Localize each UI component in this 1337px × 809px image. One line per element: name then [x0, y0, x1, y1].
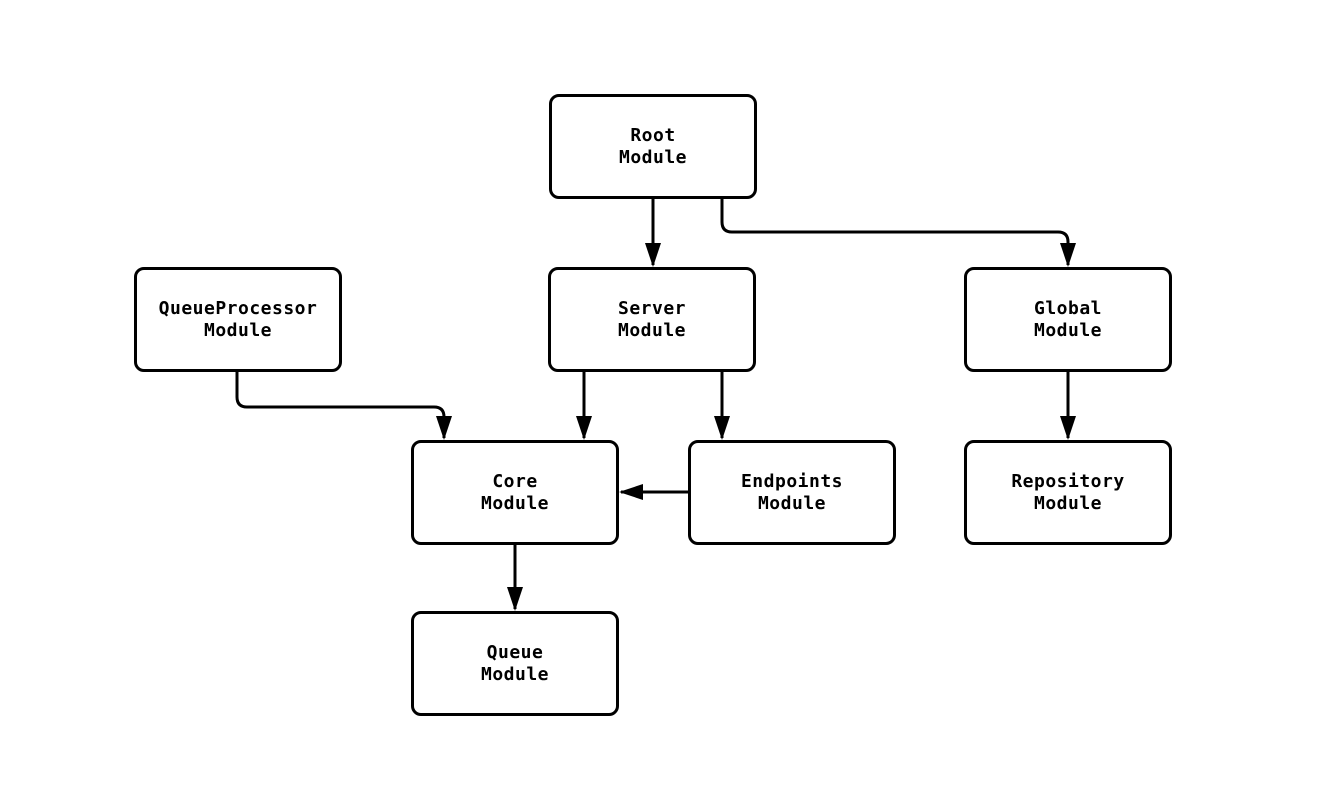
node-server-module-label: Server Module	[617, 297, 687, 341]
node-global-module: Global Module	[964, 267, 1172, 372]
node-server-module: Server Module	[548, 267, 756, 372]
node-repository-module-label: Repository Module	[1011, 470, 1125, 514]
node-global-module-label: Global Module	[1033, 297, 1103, 341]
node-endpoints-module: Endpoints Module	[688, 440, 896, 545]
node-queue-module-label: Queue Module	[480, 641, 550, 685]
edge-root-to-global	[720, 199, 1076, 267]
node-endpoints-module-label: Endpoints Module	[740, 470, 844, 514]
node-root-module-label: Root Module	[618, 124, 688, 168]
node-queueprocessor-module: QueueProcessor Module	[134, 267, 342, 372]
node-core-module: Core Module	[411, 440, 619, 545]
edge-queueprocessor-to-core	[235, 372, 452, 440]
node-root-module: Root Module	[549, 94, 757, 199]
node-core-module-label: Core Module	[480, 470, 550, 514]
node-queue-module: Queue Module	[411, 611, 619, 716]
node-queueprocessor-module-label: QueueProcessor Module	[158, 297, 318, 341]
node-repository-module: Repository Module	[964, 440, 1172, 545]
